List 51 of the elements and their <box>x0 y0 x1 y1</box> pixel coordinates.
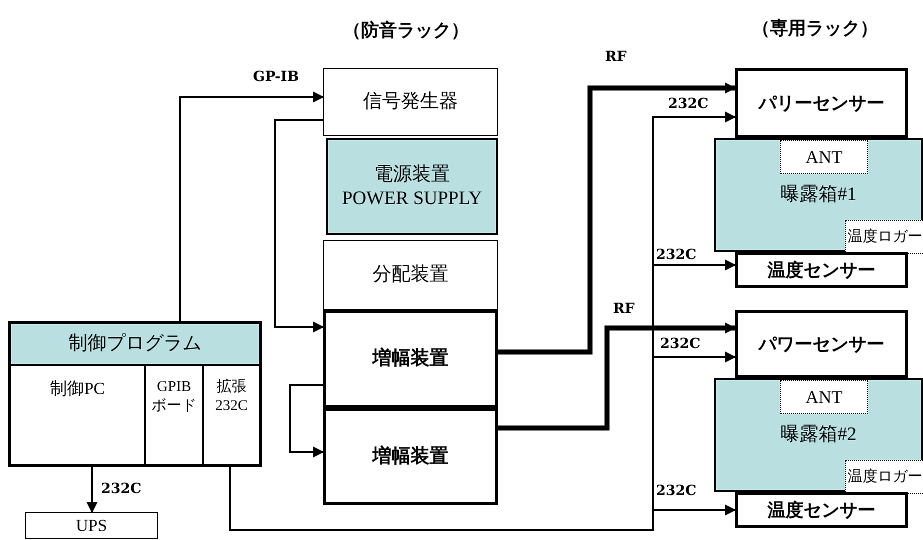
connector-arrow <box>289 384 324 458</box>
chamber-box <box>714 378 923 492</box>
device-label: POWER SUPPLY <box>342 186 482 210</box>
device-label: ANT <box>806 386 842 408</box>
connector-arrow <box>86 465 98 514</box>
device-box <box>323 68 498 136</box>
device-label: 拡張 <box>216 378 246 397</box>
pc-cell <box>10 365 145 465</box>
device-label: 増幅装置 <box>372 444 448 468</box>
chamber-box <box>714 138 923 252</box>
device-label: パリーセンサー <box>758 92 884 114</box>
connector-arrow <box>274 119 324 332</box>
rack-heading: （防音ラック） <box>343 19 469 42</box>
logger-box <box>845 460 923 494</box>
device-label: 温度ロガー <box>848 468 922 486</box>
ups-box <box>25 512 158 539</box>
device-label: 分配装置 <box>372 263 448 287</box>
device-label: 温度センサー <box>768 498 876 522</box>
device-label: ANT <box>806 146 842 168</box>
rack-heading: （専用ラック） <box>752 17 878 40</box>
device-box <box>323 240 498 310</box>
device-label: パワーセンサー <box>758 332 884 356</box>
board-cell <box>145 365 203 465</box>
logger-box <box>845 220 923 254</box>
sensor-box <box>735 252 908 288</box>
device-label: 電源装置 <box>374 162 450 186</box>
device-label: 曝露箱#1 <box>780 183 856 207</box>
device-box <box>323 310 498 408</box>
device-label: 制御PC <box>50 378 105 400</box>
device-box <box>326 138 498 235</box>
sensor-box <box>735 68 908 138</box>
device-label: 温度センサー <box>768 258 876 282</box>
antenna-box <box>780 140 868 174</box>
controller-box <box>10 323 260 465</box>
signal-arrow <box>498 322 736 430</box>
device-box <box>323 408 498 505</box>
sensor-box <box>735 492 908 528</box>
device-label: 232C <box>215 396 248 416</box>
device-label: GPIB <box>156 378 192 397</box>
signal-arrow <box>498 82 736 354</box>
device-label: 曝露箱#2 <box>780 423 856 447</box>
connector-arrow <box>179 92 324 323</box>
device-label: ボード <box>152 396 196 416</box>
device-label: UPS <box>76 514 108 536</box>
header-label: 制御プログラム <box>10 323 260 365</box>
device-label: 信号発生器 <box>363 90 458 114</box>
sensor-box <box>735 310 908 378</box>
antenna-box <box>780 380 868 414</box>
device-label: 増幅装置 <box>372 347 448 371</box>
device-label: 温度ロガー <box>848 228 922 246</box>
board-cell <box>203 365 260 465</box>
